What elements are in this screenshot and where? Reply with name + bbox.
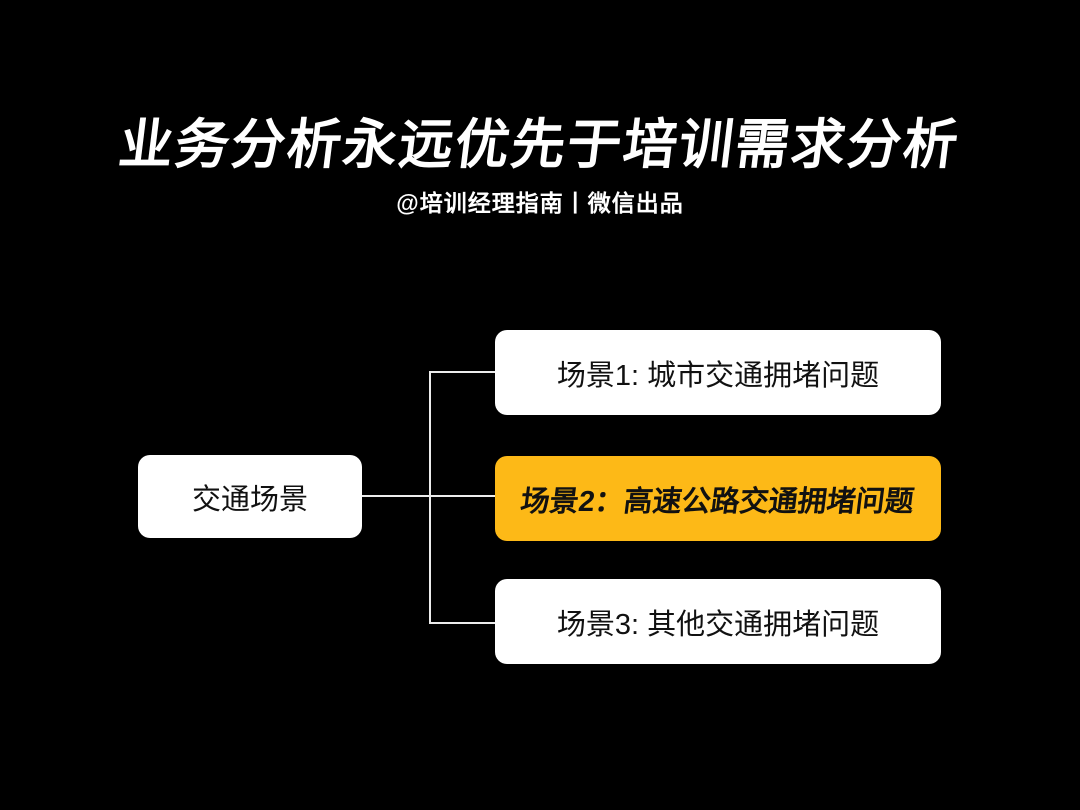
connector-branch-scenario-1 (429, 371, 495, 373)
diagram-node-scenario-3: 场景3: 其他交通拥堵问题 (495, 579, 941, 664)
diagram-node-scenario-2-highlighted: 场景2：高速公路交通拥堵问题 (495, 456, 941, 541)
page-title: 业务分析永远优先于培训需求分析 (115, 115, 964, 175)
diagram-node-root: 交通场景 (138, 455, 362, 538)
diagram-node-scenario-1-label: 场景1: 城市交通拥堵问题 (556, 359, 880, 392)
diagram-node-scenario-3-label: 场景3: 其他交通拥堵问题 (556, 608, 880, 641)
connector-root-horizontal (362, 495, 430, 497)
connector-branch-scenario-3 (429, 622, 495, 624)
diagram-node-root-label: 交通场景 (191, 483, 308, 516)
connector-branch-scenario-2 (429, 495, 495, 497)
connector-trunk-vertical (429, 371, 431, 624)
diagram-node-scenario-1: 场景1: 城市交通拥堵问题 (495, 330, 941, 415)
diagram-node-scenario-2-label: 场景2：高速公路交通拥堵问题 (519, 485, 917, 518)
page-subtitle: @培训经理指南丨微信出品 (396, 190, 684, 216)
